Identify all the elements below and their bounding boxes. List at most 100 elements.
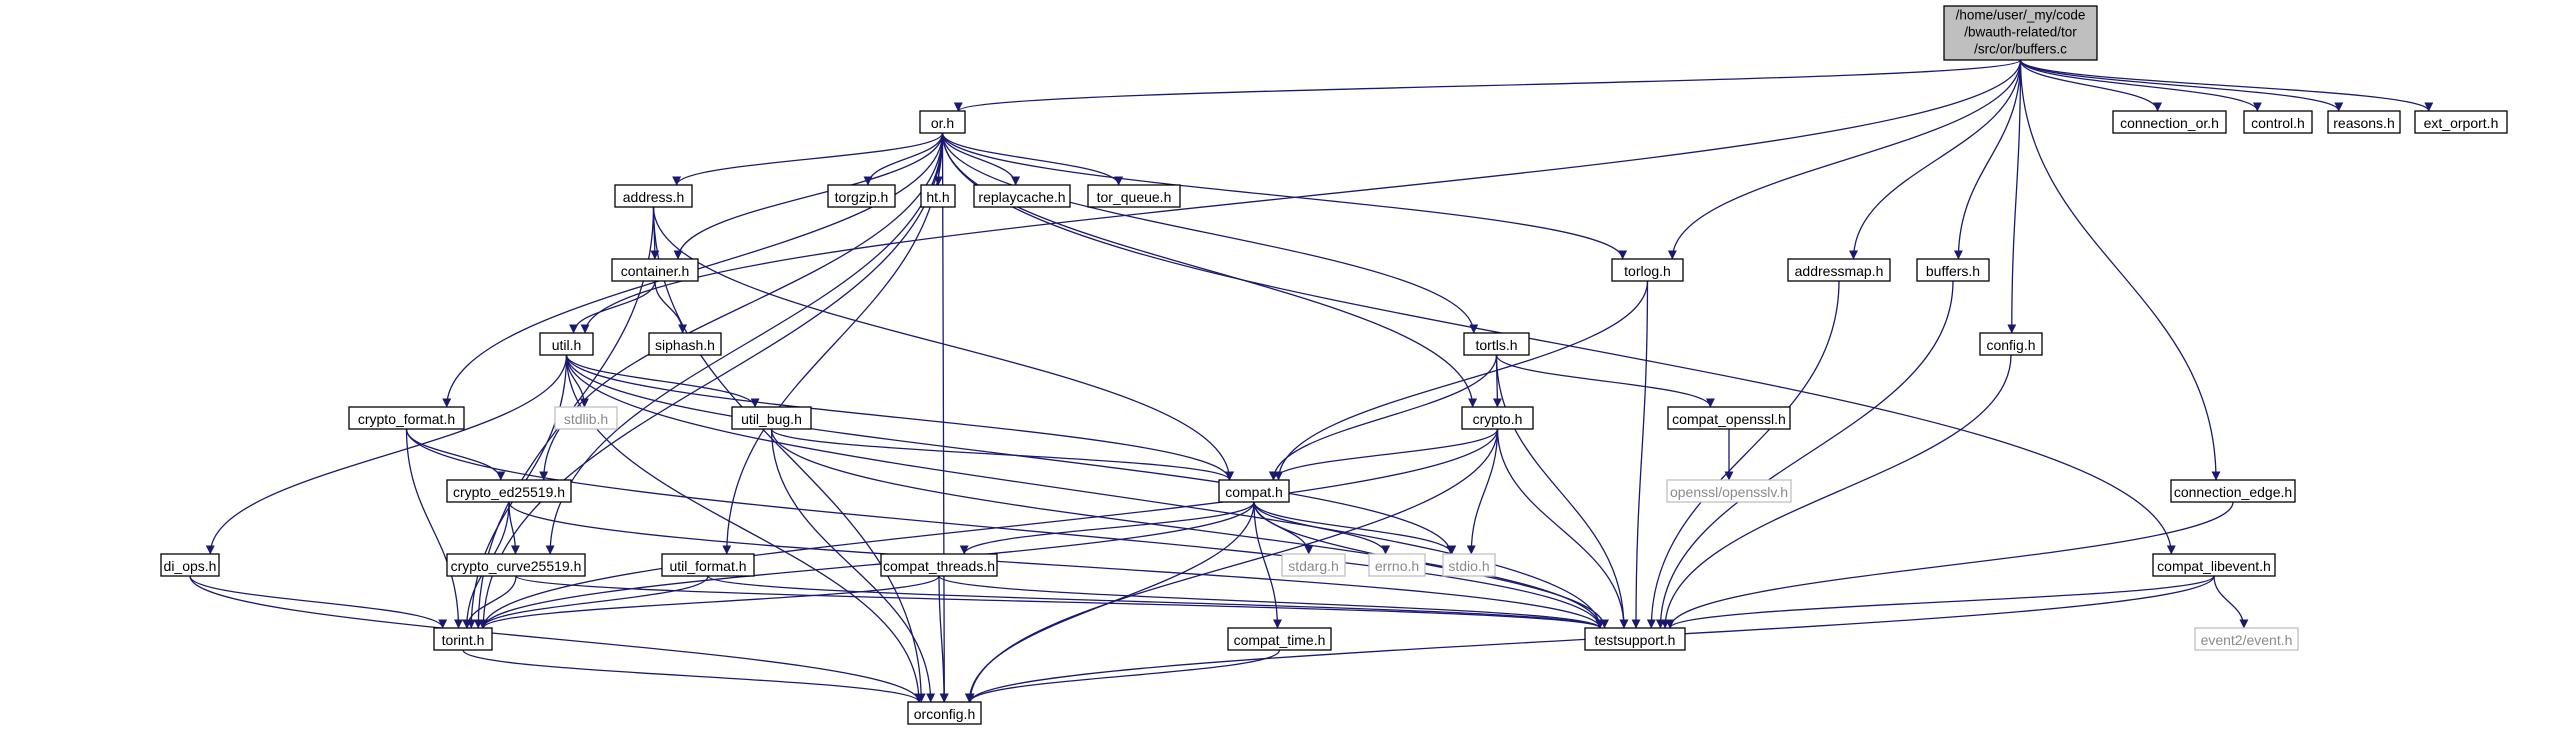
node-util-format-h[interactable]: util_format.h bbox=[661, 553, 755, 577]
node-stdio-h[interactable]: stdio.h bbox=[1442, 553, 1496, 577]
node-tortls-h[interactable]: tortls.h bbox=[1463, 332, 1530, 356]
node-compat-libevent-h[interactable]: compat_libevent.h bbox=[2152, 553, 2276, 577]
node-siphash-h[interactable]: siphash.h bbox=[648, 332, 722, 356]
edge-crypto-ed25519-h-to-crypto-curve25519-h bbox=[508, 501, 520, 555]
node-box bbox=[1979, 332, 2043, 356]
node-box bbox=[1916, 258, 1990, 282]
node-compat-time-h[interactable]: compat_time.h bbox=[1227, 627, 1332, 651]
node-label: ext_orport.h bbox=[2424, 115, 2499, 131]
edge-util-h-to-compat-h bbox=[565, 354, 1234, 481]
node-crypto-ed25519-h[interactable]: crypto_ed25519.h bbox=[446, 479, 572, 503]
edge-compat-threads-h-to-testsupport-h bbox=[938, 575, 1605, 629]
node-torlog-h[interactable]: torlog.h bbox=[1611, 258, 1684, 282]
node-torint-h[interactable]: torint.h bbox=[433, 627, 493, 651]
node-connection-edge-h[interactable]: connection_edge.h bbox=[2170, 479, 2296, 503]
node-box bbox=[2414, 110, 2508, 134]
edge-compat-h-to-testsupport-h bbox=[1253, 501, 1609, 629]
node-label: reasons.h bbox=[2333, 115, 2394, 131]
node-errno-h[interactable]: errno.h bbox=[1368, 553, 1426, 577]
node-compat-openssl-h[interactable]: compat_openssl.h bbox=[1667, 406, 1791, 430]
edge-di-ops-h-to-orconfig-h bbox=[189, 575, 924, 703]
root-file-node[interactable]: /home/user/_my/code /bwauth-related/tor … bbox=[1943, 5, 2098, 61]
edge-tortls-h-to-compat-h bbox=[1268, 354, 1498, 481]
edge-or-h-to-torint-h bbox=[478, 132, 944, 629]
edge-util-format-h-to-torint-h bbox=[478, 575, 709, 629]
node-orconfig-h[interactable]: orconfig.h bbox=[907, 701, 982, 725]
node-label: torgzip.h bbox=[835, 189, 889, 205]
node-container-h[interactable]: container.h bbox=[611, 258, 699, 282]
node-label: addressmap.h bbox=[1795, 263, 1884, 279]
edge-root-to-or-h bbox=[954, 59, 2022, 112]
node-label: compat_openssl.h bbox=[1672, 411, 1786, 427]
node-box bbox=[1227, 627, 1332, 651]
edge-root-to-config-h bbox=[2007, 59, 2022, 334]
node-box bbox=[1461, 406, 1534, 430]
node-label: errno.h bbox=[1375, 558, 1419, 574]
node-ht-h[interactable]: ht.h bbox=[920, 184, 956, 208]
node-label: compat_threads.h bbox=[883, 558, 995, 574]
node-crypto-format-h[interactable]: crypto_format.h bbox=[348, 406, 465, 430]
node-ext-orport-h[interactable]: ext_orport.h bbox=[2414, 110, 2508, 134]
node-util-bug-h[interactable]: util_bug.h bbox=[731, 406, 812, 430]
node-tor-queue-h[interactable]: tor_queue.h bbox=[1087, 184, 1181, 208]
node-config-h[interactable]: config.h bbox=[1979, 332, 2043, 356]
edge-compat-threads-h-to-torint-h bbox=[478, 575, 940, 629]
edge-util-format-h-to-testsupport-h bbox=[707, 575, 1605, 629]
node-label: crypto.h bbox=[1473, 411, 1523, 427]
edge-crypto-curve25519-h-to-torint-h bbox=[462, 575, 517, 629]
node-label: crypto_format.h bbox=[358, 411, 455, 427]
node-box bbox=[2112, 110, 2227, 134]
node-box bbox=[1667, 406, 1791, 430]
node-control-h[interactable]: control.h bbox=[2243, 110, 2313, 134]
node-label: ht.h bbox=[926, 189, 949, 205]
edge-compat-h-to-torint-h bbox=[478, 501, 1255, 629]
node-label: stdlib.h bbox=[564, 411, 608, 427]
node-label: util_format.h bbox=[669, 558, 746, 574]
node-box bbox=[160, 553, 220, 577]
edge-or-h-to-address-h bbox=[672, 132, 944, 186]
node-label: compat_time.h bbox=[1234, 632, 1326, 648]
node-stdlib-h[interactable]: stdlib.h bbox=[554, 406, 618, 430]
node-reasons-h[interactable]: reasons.h bbox=[2327, 110, 2401, 134]
node-box bbox=[731, 406, 812, 430]
node-addressmap-h[interactable]: addressmap.h bbox=[1787, 258, 1891, 282]
node-box bbox=[1442, 553, 1496, 577]
node-stdarg-h[interactable]: stdarg.h bbox=[1281, 553, 1346, 577]
node-or-h[interactable]: or.h bbox=[919, 110, 966, 134]
node-buffers-h[interactable]: buffers.h bbox=[1916, 258, 1990, 282]
edge-util-bug-h-to-orconfig-h bbox=[770, 428, 936, 703]
node-compat-h[interactable]: compat.h bbox=[1218, 479, 1290, 503]
node-opensslv-h[interactable]: openssl/opensslv.h bbox=[1666, 479, 1792, 503]
edge-config-h-to-testsupport-h bbox=[1660, 354, 2012, 629]
node-crypto-h[interactable]: crypto.h bbox=[1461, 406, 1534, 430]
edge-connection-edge-h-to-testsupport-h bbox=[1665, 501, 2234, 629]
node-di-ops-h[interactable]: di_ops.h bbox=[160, 553, 220, 577]
node-crypto-curve25519-h[interactable]: crypto_curve25519.h bbox=[446, 553, 586, 577]
node-connection-or-h[interactable]: connection_or.h bbox=[2112, 110, 2227, 134]
node-box bbox=[1368, 553, 1426, 577]
node-box bbox=[907, 701, 982, 725]
node-box bbox=[446, 553, 586, 577]
edge-or-h-to-container-h bbox=[673, 132, 944, 260]
node-replaycache-h[interactable]: replaycache.h bbox=[973, 184, 1071, 208]
node-label: compat.h bbox=[1225, 484, 1283, 500]
node-compat-threads-h[interactable]: compat_threads.h bbox=[880, 553, 998, 577]
edge-compat-h-to-compat-time-h bbox=[1253, 501, 1282, 629]
node-util-h[interactable]: util.h bbox=[539, 332, 594, 356]
root-path-line-3: /src/or/buffers.c bbox=[1974, 42, 2067, 57]
edge-tortls-h-to-testsupport-h bbox=[1495, 354, 1629, 629]
node-event2-event-h[interactable]: event2/event.h bbox=[2194, 627, 2299, 651]
node-box bbox=[1666, 479, 1792, 503]
node-box bbox=[446, 479, 572, 503]
node-torgzip-h[interactable]: torgzip.h bbox=[827, 184, 896, 208]
node-label: util.h bbox=[552, 337, 582, 353]
node-testsupport-h[interactable]: testsupport.h bbox=[1584, 627, 1686, 651]
edge-crypto-h-to-torint-h bbox=[478, 428, 1499, 629]
node-box bbox=[2243, 110, 2313, 134]
node-label: replaycache.h bbox=[978, 189, 1065, 205]
node-label: stdarg.h bbox=[1288, 558, 1339, 574]
node-address-h[interactable]: address.h bbox=[614, 184, 693, 208]
edge-root-to-addressmap-h bbox=[1849, 59, 2022, 260]
edge-or-h-to-compat-libevent-h bbox=[941, 132, 2176, 555]
node-label: siphash.h bbox=[655, 337, 715, 353]
